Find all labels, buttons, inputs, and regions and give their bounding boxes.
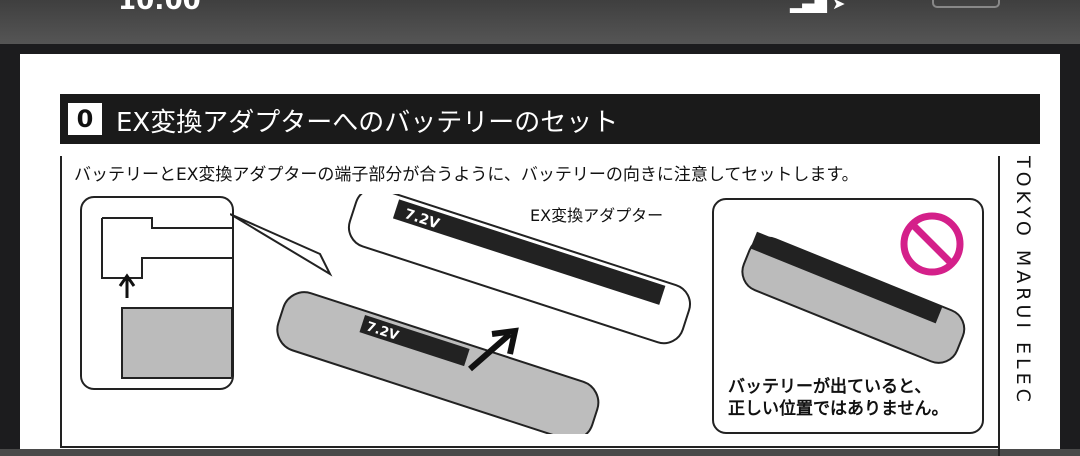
battery-icon — [932, 0, 1000, 8]
battery — [276, 291, 600, 434]
manual-page: 0 EX変換アダプターへのバッテリーのセット バッテリーとEX変換アダプターの端… — [20, 54, 1060, 456]
divider — [60, 156, 62, 446]
warning-line-1: バッテリーが出ていると、 — [728, 377, 932, 397]
section-title: EX変換アダプターへのバッテリーのセット — [116, 108, 619, 138]
side-brand-text: TOKYO MARUI ELEC — [998, 156, 1034, 456]
arrow-up-icon — [118, 273, 136, 298]
warning-line-2: 正しい位置ではありません。 — [728, 399, 949, 419]
warning-text: バッテリーが出ていると、 正しい位置ではありません。 — [728, 376, 949, 420]
detail-closeup-panel — [80, 196, 234, 390]
warning-panel — [712, 198, 984, 434]
incorrect-position-illustration — [741, 212, 966, 364]
battery-adapter-illustration: 7.2V 7.2V — [230, 194, 691, 434]
prohibited-icon — [900, 212, 964, 276]
bottom-rule — [60, 446, 1000, 448]
section-header: 0 EX変換アダプターへのバッテリーのセット — [60, 94, 1040, 144]
signal-icon: ▂▄▆ ➤ — [790, 0, 846, 13]
adapter-label: EX変換アダプター — [530, 206, 664, 225]
instruction-text: バッテリーとEX変換アダプターの端子部分が合うように、バッテリーの向きに注意して… — [74, 165, 859, 185]
insert-arrow-icon — [468, 327, 519, 372]
status-bar: 10:00 ▂▄▆ ➤ — [0, 0, 1080, 44]
section-number: 0 — [68, 103, 102, 135]
status-time: 10:00 — [118, 0, 201, 16]
terminal-closeup-illustration — [101, 217, 232, 379]
